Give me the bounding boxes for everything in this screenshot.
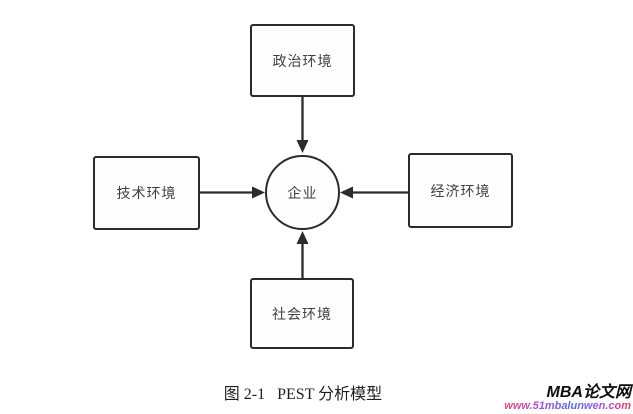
- node-political-environment: 政治环境: [250, 24, 355, 97]
- node-social-environment-label: 社会环境: [272, 305, 332, 322]
- node-technology-environment-label: 技术环境: [116, 185, 177, 201]
- node-enterprise-label: 企业: [287, 184, 318, 201]
- arrow-economic-to-enterprise: [340, 186, 408, 199]
- arrow-political-to-enterprise: [296, 97, 309, 153]
- node-enterprise: 企业: [265, 155, 340, 230]
- watermark: MBA论文网 www.51mbalunwen.com: [504, 383, 631, 413]
- arrow-social-to-enterprise: [296, 231, 309, 278]
- watermark-site-name: MBA论文网: [546, 383, 631, 401]
- watermark-site-url: www.51mbalunwen.com: [504, 400, 631, 413]
- figure-caption: 图 2-1 PEST 分析模型: [223, 386, 383, 403]
- arrow-technology-to-enterprise: [200, 186, 265, 199]
- node-political-environment-label: 政治环境: [272, 52, 333, 69]
- node-technology-environment: 技术环境: [93, 156, 200, 230]
- node-economic-environment-label: 经济环境: [430, 182, 491, 199]
- node-economic-environment: 经济环境: [408, 153, 513, 228]
- node-social-environment: 社会环境: [250, 278, 354, 349]
